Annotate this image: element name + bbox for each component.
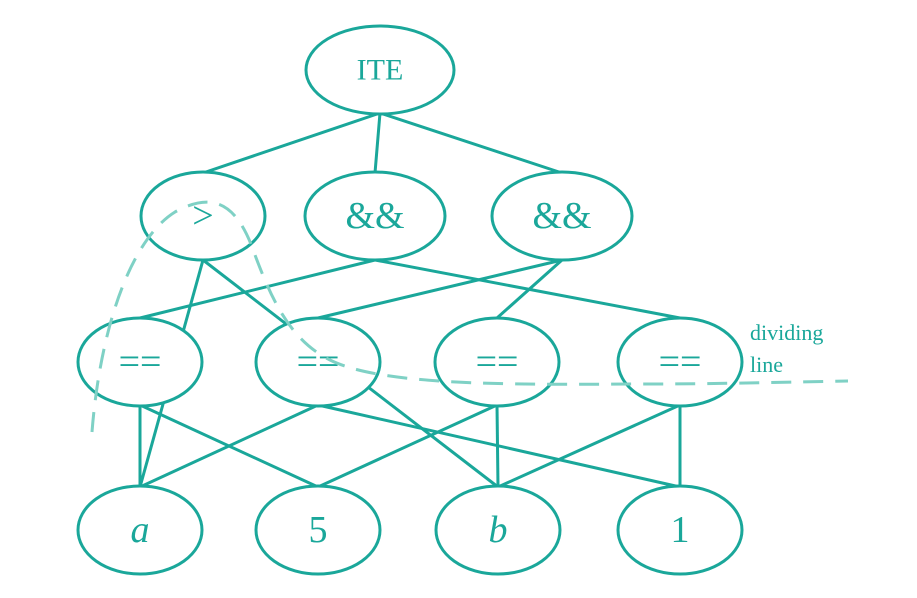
node-and-left-label: && (345, 195, 404, 237)
edge-eq3-b (495, 404, 500, 488)
node-and-left: && (303, 170, 447, 262)
dividing-line (90, 200, 849, 433)
node-eq1-label: == (119, 341, 162, 383)
node-leaf-5-label: 5 (309, 509, 328, 551)
node-eq3-label: == (476, 341, 519, 383)
node-leaf-5-shape (254, 484, 382, 576)
node-and-right: && (490, 170, 634, 262)
edge-and-right-eq2 (317, 258, 563, 320)
edge-ite-gt (202, 111, 381, 175)
node-and-right-label: && (532, 195, 591, 237)
node-and-left-shape (303, 170, 447, 262)
node-eq2-shape (254, 316, 382, 408)
dividing-line-label-line2: line (750, 352, 783, 377)
node-leaf-a: a (76, 484, 204, 576)
node-gt-label: > (192, 195, 213, 237)
node-ite: ITE (304, 24, 456, 116)
node-leaf-a-label: a (131, 509, 150, 551)
node-eq3: == (433, 316, 561, 408)
dividing-line-label-line1: dividing (750, 320, 823, 345)
node-eq1: == (76, 316, 204, 408)
node-gt-shape (139, 170, 267, 262)
edge-ite-and-left (373, 112, 382, 174)
node-leaf-b-shape (434, 484, 562, 576)
node-leaf-1: 1 (616, 484, 744, 576)
node-leaf-1-shape (616, 484, 744, 576)
edge-eq4-b (497, 403, 681, 489)
node-leaf-a-shape (76, 484, 204, 576)
edge-and-left-eq1 (139, 258, 376, 320)
edge-ite-and-right (379, 111, 563, 175)
node-eq2: == (254, 316, 382, 408)
node-leaf-1-label: 1 (671, 509, 690, 551)
node-leaf-b-label: b (489, 509, 508, 551)
node-eq4: == (616, 316, 744, 408)
node-ite-label: ITE (357, 54, 404, 87)
node-eq1-shape (76, 316, 204, 408)
node-ite-shape (304, 24, 456, 116)
edges (138, 111, 682, 489)
node-gt: > (139, 170, 267, 262)
edge-eq3-5 (317, 403, 498, 489)
node-and-right-shape (490, 170, 634, 262)
node-leaf-b: b (434, 484, 562, 576)
node-leaf-5: 5 (254, 484, 382, 576)
edge-and-right-eq3 (496, 258, 563, 320)
edge-eq2-a (139, 403, 319, 489)
node-eq4-label: == (659, 341, 702, 383)
